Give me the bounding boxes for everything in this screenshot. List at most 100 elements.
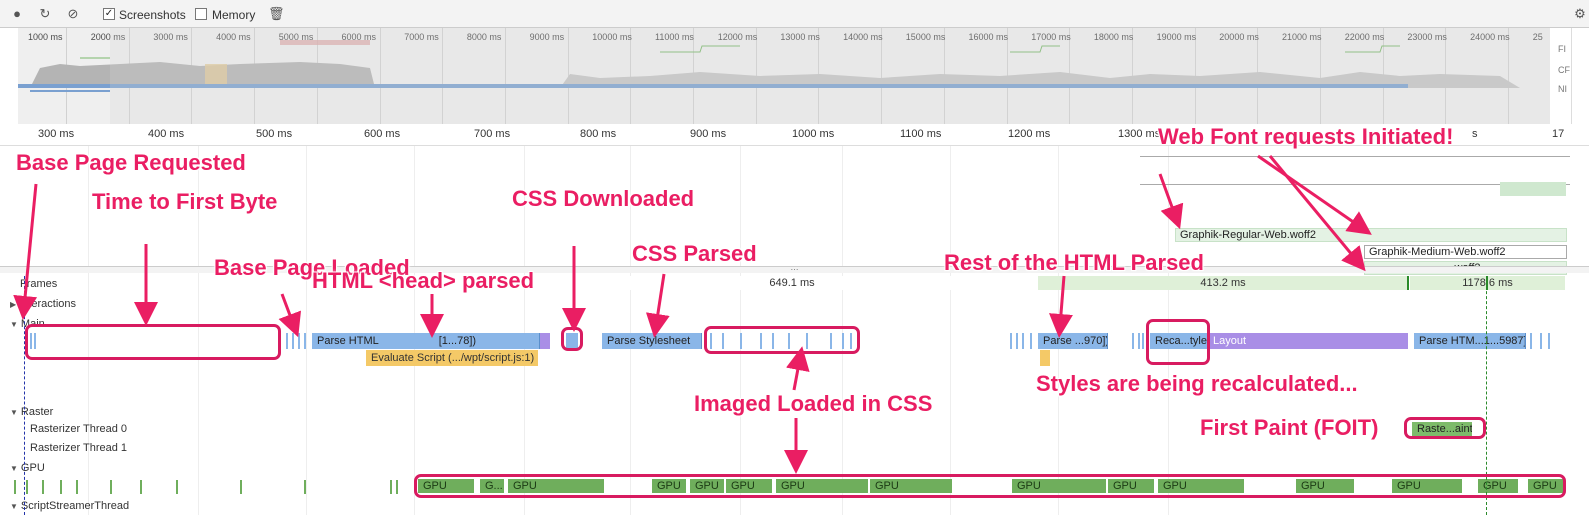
clear-icon[interactable]: ⊘ [67, 6, 79, 21]
main-task-sliver[interactable] [1010, 333, 1012, 349]
gpu-task[interactable]: GPU [1012, 479, 1106, 493]
main-task-sliver[interactable] [740, 333, 742, 349]
overview-gridline [1508, 28, 1510, 124]
record-icon[interactable]: ● [13, 6, 21, 21]
gpu-task-sliver[interactable] [60, 480, 62, 494]
highlight-images [704, 326, 860, 354]
main-task-sliver[interactable] [806, 333, 808, 349]
gpu-task-sliver[interactable] [76, 480, 78, 494]
network-request-regular[interactable]: Graphik-Regular-Web.woff2 [1175, 228, 1567, 242]
gpu-task[interactable]: GPU [690, 479, 724, 493]
frame-1[interactable]: 649.1 ms [548, 276, 1036, 290]
highlight-gpu [414, 474, 1566, 498]
main-task-sliver[interactable] [304, 333, 306, 349]
event-raster-paint[interactable]: Raste...aint [1412, 422, 1472, 436]
network-request-bar[interactable] [1500, 182, 1566, 196]
gpu-task[interactable]: GPU [776, 479, 868, 493]
ruler-tick-label: 900 ms [690, 128, 727, 140]
main-task-sliver[interactable] [710, 333, 712, 349]
main-task-sliver[interactable] [1530, 333, 1532, 349]
gpu-task[interactable]: GPU [652, 479, 686, 493]
frame-2[interactable]: 413.2 ms [1038, 276, 1408, 290]
overview-gridline [567, 28, 569, 124]
overview-cpu-label: CF [1558, 65, 1570, 75]
event-css-download[interactable] [566, 333, 578, 349]
annotation-styles-recalculated: Styles are being recalculated... [1036, 371, 1358, 396]
gpu-task-sliver[interactable] [110, 480, 112, 494]
track-gpu[interactable]: ▼GPU [10, 462, 45, 474]
event-script-small[interactable] [1040, 350, 1050, 366]
annotation-imaged-loaded-css: Imaged Loaded in CSS [694, 391, 933, 416]
main-task-sliver[interactable] [1548, 333, 1550, 349]
gpu-task[interactable]: GPU [1392, 479, 1462, 493]
event-parse-html-3[interactable]: Parse HTM...1...5987]) [1414, 333, 1526, 349]
event-layout-small[interactable] [540, 333, 550, 349]
event-layout[interactable]: Layout [1208, 333, 1408, 349]
main-task-sliver[interactable] [1132, 333, 1134, 349]
main-task-sliver[interactable] [850, 333, 852, 349]
annotation-time-to-first-byte: Time to First Byte [92, 189, 278, 214]
track-frames[interactable]: Frames [20, 278, 58, 290]
track-script-streamer[interactable]: ▼ScriptStreamerThread [10, 500, 130, 512]
main-task-sliver[interactable] [788, 333, 790, 349]
gpu-task[interactable]: GPU [726, 479, 772, 493]
main-task-sliver[interactable] [772, 333, 774, 349]
gpu-task-sliver[interactable] [140, 480, 142, 494]
main-task-sliver[interactable] [1142, 333, 1144, 349]
gpu-task-sliver[interactable] [304, 480, 306, 494]
gpu-task-sliver[interactable] [176, 480, 178, 494]
ruler-tick-label: 1000 ms [792, 128, 835, 140]
main-task-sliver[interactable] [830, 333, 832, 349]
ruler-gridline [630, 146, 631, 515]
gpu-task[interactable]: GPU [1296, 479, 1354, 493]
main-task-sliver[interactable] [1022, 333, 1024, 349]
gpu-task[interactable]: GPU [1528, 479, 1564, 493]
gear-icon[interactable]: ⚙ [1574, 6, 1586, 21]
main-task-sliver[interactable] [298, 333, 300, 349]
screenshots-checkbox[interactable]: ✓ [103, 8, 115, 20]
main-task-sliver[interactable] [286, 333, 288, 349]
gpu-task[interactable]: GPU [418, 479, 474, 493]
gpu-task-sliver[interactable] [390, 480, 392, 494]
gpu-task-sliver[interactable] [396, 480, 398, 494]
gpu-task-sliver[interactable] [14, 480, 16, 494]
main-task-sliver[interactable] [722, 333, 724, 349]
overview-tick-label: 20000 ms [1219, 32, 1259, 42]
overview-tick-label: 14000 ms [843, 32, 883, 42]
main-task-sliver[interactable] [760, 333, 762, 349]
main-task-sliver[interactable] [1138, 333, 1140, 349]
navigation-start-marker [24, 276, 25, 515]
overview-tick-label: 5000 ms [278, 32, 314, 42]
annotation-base-page-loaded: Base Page Loaded [214, 255, 410, 280]
main-task-sliver[interactable] [1016, 333, 1018, 349]
gpu-task[interactable]: G... [480, 479, 504, 493]
main-task-sliver[interactable] [34, 333, 36, 349]
gpu-task-sliver[interactable] [240, 480, 242, 494]
main-task-sliver[interactable] [842, 333, 844, 349]
event-parse-html[interactable]: Parse HTML[1...78]) [312, 333, 540, 349]
panel-splitter[interactable]: ⋯ [0, 266, 1589, 274]
event-parse-stylesheet[interactable]: Parse Stylesheet [602, 333, 702, 349]
main-task-sliver[interactable] [30, 333, 32, 349]
gpu-task[interactable]: GPU [870, 479, 952, 493]
main-task-sliver[interactable] [1030, 333, 1032, 349]
gpu-task-sliver[interactable] [42, 480, 44, 494]
memory-checkbox[interactable] [195, 8, 207, 20]
overview-graph [18, 40, 1520, 92]
main-task-sliver[interactable] [1540, 333, 1542, 349]
gpu-task[interactable]: GPU [1158, 479, 1244, 493]
ruler-tick-label: 500 ms [256, 128, 293, 140]
event-evaluate-script[interactable]: Evaluate Script (.../wpt/script.js:1) [366, 350, 538, 366]
trash-icon[interactable]: 🗑 [268, 6, 285, 21]
track-raster[interactable]: ▼Raster [10, 406, 54, 418]
gpu-task[interactable]: GPU [1108, 479, 1154, 493]
gpu-task[interactable]: GPU [508, 479, 604, 493]
event-recalc-style[interactable]: Reca...tyle [1150, 333, 1208, 349]
network-request-medium[interactable]: Graphik-Medium-Web.woff2 [1364, 245, 1567, 259]
overview-selection-window[interactable] [18, 28, 110, 124]
gpu-task-sliver[interactable] [26, 480, 28, 494]
main-task-sliver[interactable] [292, 333, 294, 349]
gpu-task[interactable]: GPU [1478, 479, 1518, 493]
reload-icon[interactable]: ↻ [39, 6, 51, 21]
